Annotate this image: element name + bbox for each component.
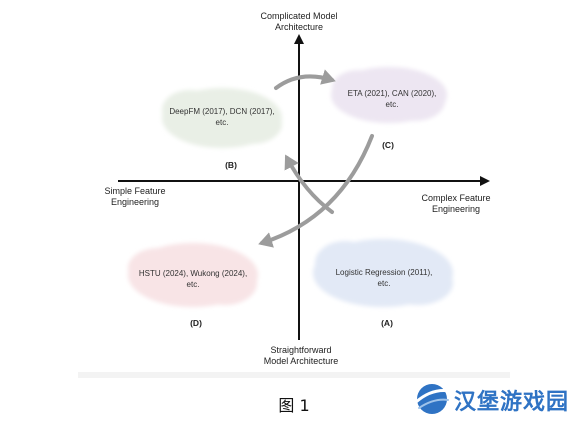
quadrant-b-label: (B) [225,160,237,170]
cloud-d [128,243,258,307]
cloud-a [313,239,453,307]
quadrant-b-text: DeepFM (2017), DCN (2017), etc. [169,107,275,127]
watermark-logo: 汉堡游戏园 [412,378,588,418]
quadrant-d-label: (D) [190,318,202,328]
axis-label-bottom: Straightforward Model Architecture [263,345,339,366]
figure-caption: 图 1 [278,396,310,415]
arrow-b-to-c [274,69,336,90]
axis-label-right: Complex Feature Engineering [421,193,491,214]
quadrant-c-label: (C) [382,140,394,150]
planet-swoosh-icon [414,384,452,414]
cloud-b [162,88,282,148]
cloud-c [331,67,447,123]
axis-label-left: Simple Feature Engineering [104,186,166,207]
figure-area [78,0,510,372]
quadrant-c-text: ETA (2021), CAN (2020), etc. [347,89,437,109]
watermark-text: 汉堡游戏园 [454,390,570,415]
arrow-c-to-d [258,134,374,248]
quadrant-a-text: Logistic Regression (2011), etc. [335,268,433,288]
quadrant-d-text: HSTU (2024), Wukong (2024), etc. [138,269,248,289]
figure-bottom-strip [78,372,510,378]
quadrant-a-label: (A) [381,318,393,328]
arrow-a-to-b [284,154,334,214]
axis-label-top: Complicated Model Architecture [260,11,338,32]
